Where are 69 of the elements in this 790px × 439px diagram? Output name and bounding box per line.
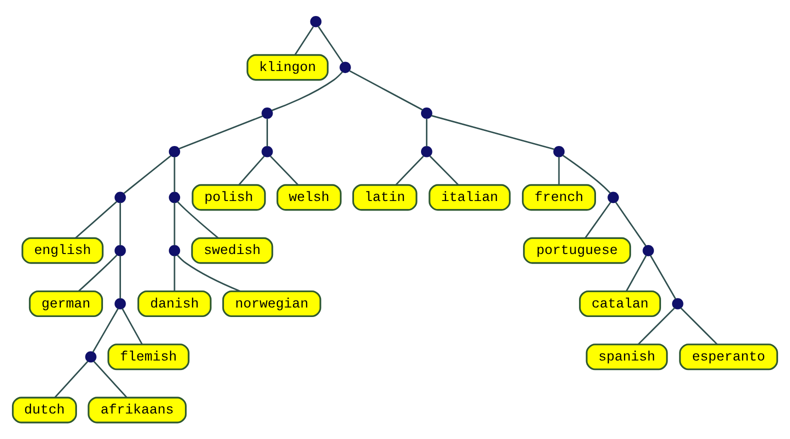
node-circle [114,244,126,256]
node-box: catalan [579,290,662,318]
node-box: latin [352,184,418,211]
connector [176,201,219,239]
node-circle [262,108,273,119]
connector [74,201,118,239]
node-box: swedish [191,237,274,264]
node-box: portuguese [523,237,632,264]
node-box: norwegian [222,290,322,318]
node-circle [340,62,351,74]
node-circle [421,146,432,158]
connector [558,156,560,185]
node-box: esperanto [679,344,778,370]
connector [294,26,314,56]
connector [92,308,119,352]
connector [318,26,344,63]
node-circle [85,351,96,363]
node-circle [114,298,126,310]
node-box: french [522,184,596,211]
connector [626,255,647,292]
node-circle [168,146,180,158]
connector [650,255,676,300]
connector [349,70,423,111]
connector [584,202,612,238]
node-circle [642,244,654,256]
node-circle [168,192,180,204]
node-box: danish [137,290,212,318]
connector [270,156,299,186]
node-box: flemish [108,344,190,370]
connector [271,71,344,112]
connector [176,254,240,292]
connector [395,156,424,186]
node-box: welsh [276,184,342,211]
connector [54,360,88,398]
node-box: german [28,290,103,318]
connector [178,115,264,150]
node-circle [168,244,180,256]
node-box: dutch [12,396,77,424]
connector [174,202,176,246]
connector [430,156,459,186]
connector [680,307,718,345]
connector [238,156,265,186]
node-box: polish [192,184,266,211]
connector [562,154,611,194]
node-box: italian [428,184,511,211]
node-circle [310,16,322,28]
connector [174,256,176,291]
node-circle [114,192,126,204]
node-circle [608,192,619,204]
node-circle [421,108,432,119]
connector [119,256,121,298]
node-box: spanish [586,344,668,370]
node-box: klingon [246,54,329,81]
node-circle [262,146,273,158]
node-box: english [22,237,104,264]
connector [174,156,176,192]
connector [93,360,128,398]
connector [638,307,676,345]
connector [431,114,555,150]
node-circle [672,298,684,310]
connector [78,254,118,292]
connector [426,118,428,146]
connector [266,118,268,146]
node-box: afrikaans [88,396,187,424]
node-circle [553,146,565,158]
connector [615,202,646,246]
connector [123,155,172,194]
connector [119,202,121,246]
connector [122,308,143,345]
